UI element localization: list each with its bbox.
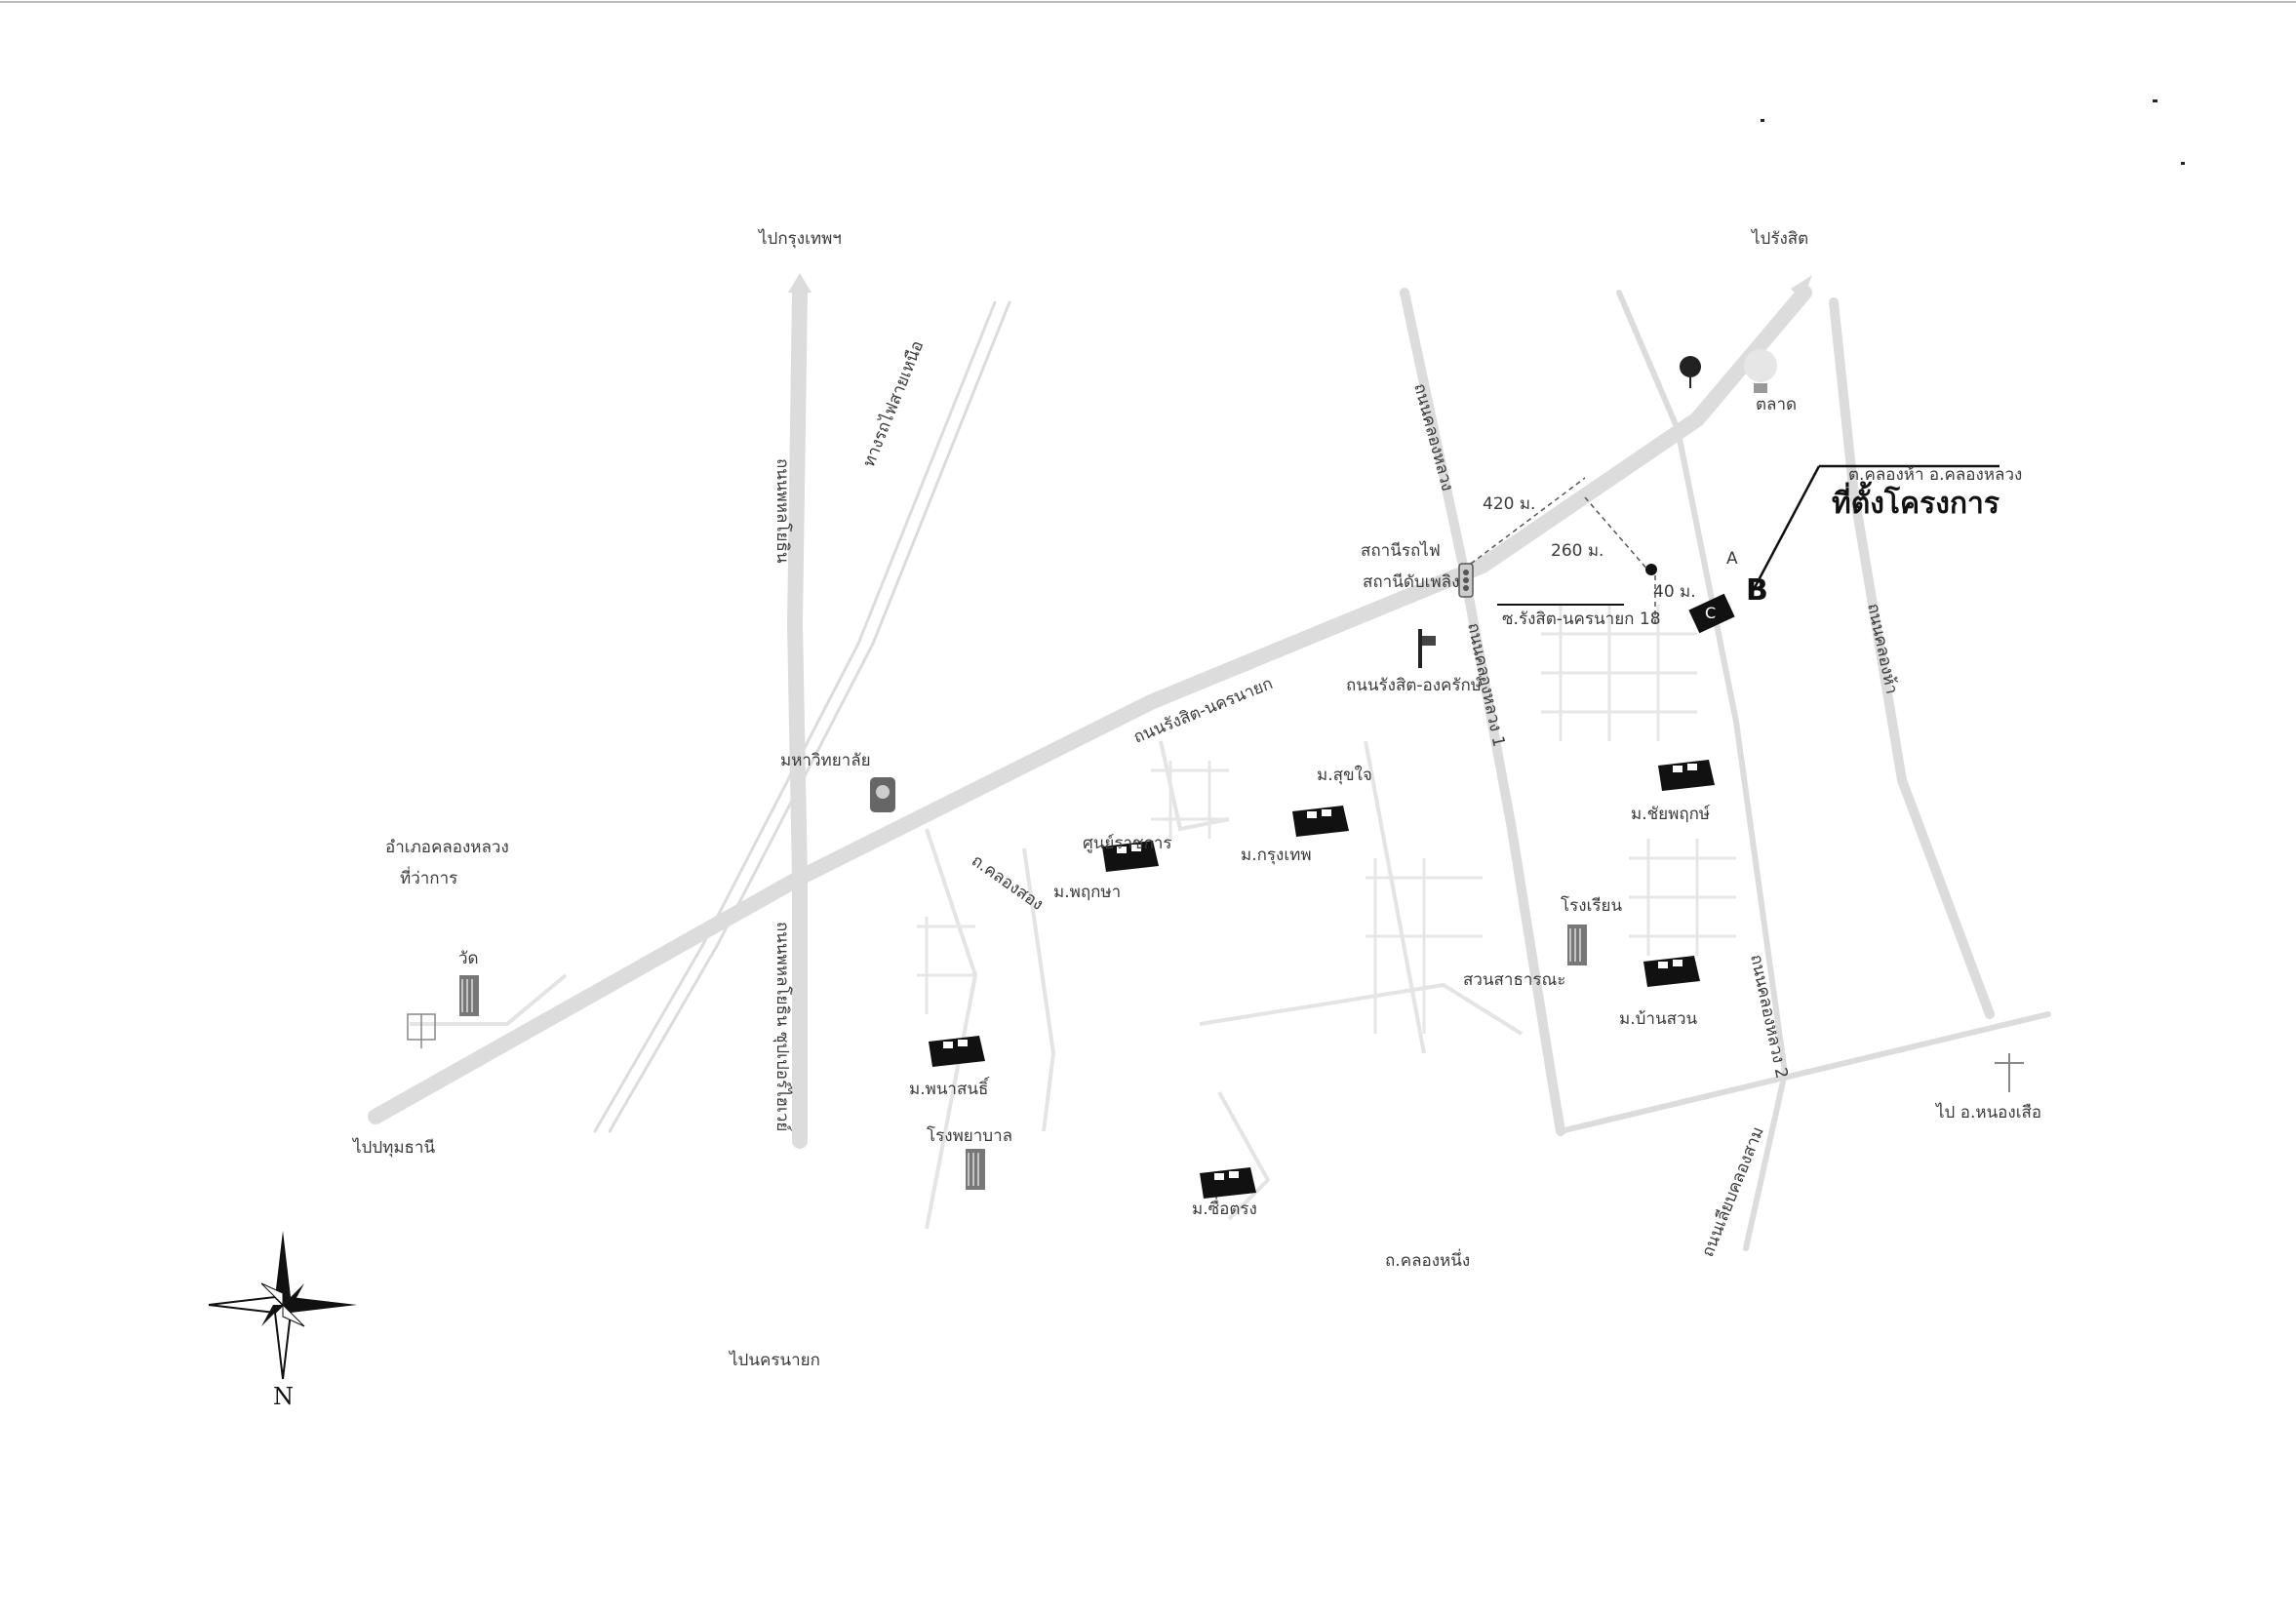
distance-420: 420 ม.	[1483, 494, 1535, 514]
arrow-to-bangkok	[788, 273, 812, 293]
label-to-nakhon-nayok: ไปนครนายก	[728, 1350, 820, 1370]
distance-40: 40 ม.	[1653, 582, 1696, 602]
label-village-5: ม.บ้านสวน	[1619, 1009, 1697, 1029]
north-arrow-icon	[208, 1231, 357, 1380]
village-icon	[1643, 956, 1700, 987]
village-icon	[929, 1036, 985, 1067]
label-village-7: ม.ซื่อตรง	[1192, 1197, 1257, 1219]
label-gov-1: ที่ว่าการ	[400, 866, 457, 888]
label-kh1: ถ.คลองหนึ่ง	[1385, 1248, 1470, 1271]
site-marker-a: A	[1726, 549, 1738, 569]
label-school: โรงเรียน	[1561, 895, 1622, 916]
minor-road	[410, 973, 568, 1026]
label-gov-2: อำเภอคลองหลวง	[385, 838, 509, 857]
label-village-3: ม.สุขใจ	[1317, 765, 1372, 785]
label-kh-ram: ถนนรังสิต-องครักษ์	[1346, 676, 1482, 695]
minor-road	[1217, 1091, 1271, 1221]
village-icon	[1200, 1167, 1256, 1199]
label-temple: วัด	[458, 949, 479, 968]
label-soi18: ซ.รังสิต-นครนายก 18	[1502, 610, 1661, 629]
minor-road	[1022, 847, 1056, 1132]
map-subtitle: ต.คลองห้า อ.คลองหลวง	[1848, 465, 2022, 485]
project-site[interactable]: C B A	[1688, 549, 1768, 634]
site-marker-b: B	[1746, 573, 1768, 608]
label-to-bangkok: ไปกรุงเทพฯ	[757, 228, 842, 249]
map-title: ที่ตั้งโครงการ	[1832, 481, 1999, 521]
minor-road	[1364, 740, 1426, 1054]
arrow-to-rangsit	[1791, 275, 1812, 300]
label-university: มหาวิทยาลัย	[780, 751, 871, 770]
village-icon	[1658, 760, 1715, 791]
distance-260: 260 ม.	[1551, 541, 1603, 561]
distance-line-420	[1470, 477, 1586, 565]
minor-road	[1199, 982, 1524, 1036]
site-pointer	[1749, 465, 1821, 596]
right-road	[1829, 297, 1995, 1019]
label-village-2: ม.กรุงเทพ	[1241, 846, 1312, 865]
traffic-light-icon	[1458, 563, 1474, 598]
tower-icon	[1995, 1053, 2024, 1092]
site-marker-c: C	[1705, 604, 1716, 622]
label-village-6: ม.พนาสนธิ์	[909, 1077, 990, 1099]
khlong-luang-road	[1400, 288, 1565, 1136]
label-market: ตลาด	[1756, 395, 1797, 414]
distance-line-260	[1584, 496, 1649, 571]
fire-station-icon	[870, 777, 895, 812]
railway-line	[593, 300, 997, 1133]
label-village-4: ม.ชัยพฤกษ์	[1631, 805, 1711, 824]
label-fire-station: สถานีดับเพลิง	[1363, 572, 1459, 592]
label-railway: ทางรถไฟสายเหนือ	[858, 337, 928, 470]
scan-specks	[1761, 99, 2185, 165]
temple-icon	[1744, 349, 1777, 393]
label-station: สถานีรถไฟ	[1361, 540, 1441, 561]
label-phahon: ถนนพหลโยธิน	[772, 458, 793, 564]
label-village-1: ม.พฤกษา	[1053, 883, 1121, 902]
housing-grid	[917, 605, 1736, 1034]
building-icon	[459, 975, 479, 1016]
label-park: สวนสาธารณะ	[1463, 970, 1565, 990]
label-klong5: ถนนคลองห้า	[1863, 602, 1901, 696]
building-icon	[966, 1149, 985, 1190]
main-road	[368, 285, 1812, 1124]
flag-icon	[1418, 629, 1436, 668]
label-phahon-super: ถนนพหลโยธิน ซุปเปอร์ไฮเวย์	[772, 922, 793, 1131]
label-to-district: ไป อ.หนองเสือ	[1934, 1102, 2041, 1122]
village-icon	[1292, 806, 1349, 837]
label-to-pathum: ไปปทุมธานี	[351, 1137, 435, 1158]
sign-icon	[407, 1013, 436, 1048]
label-khlong-luang: ถนนคลองหลวง	[1409, 381, 1457, 493]
label-to-rangsit: ไปรังสิต	[1750, 228, 1808, 249]
railway-line-2	[608, 300, 1011, 1133]
label-gov-3: ศูนย์ราชการ	[1083, 834, 1172, 853]
junction-dot	[1645, 564, 1657, 575]
khlong-luang-2-road	[1616, 290, 1789, 1251]
balloon-icon	[1680, 356, 1701, 388]
village-icon	[1102, 841, 1159, 872]
label-khlong-luang-2: ถนนคลองหลวง 2	[1746, 953, 1791, 1081]
bottom-link-road	[1558, 1011, 2051, 1134]
building-icon	[1567, 925, 1587, 965]
highway-road	[786, 285, 808, 1149]
label-hospital: โรงพยาบาล	[927, 1125, 1012, 1146]
label-kh2: ถ.คลองสอง	[968, 851, 1047, 915]
north-letter: N	[273, 1383, 294, 1410]
